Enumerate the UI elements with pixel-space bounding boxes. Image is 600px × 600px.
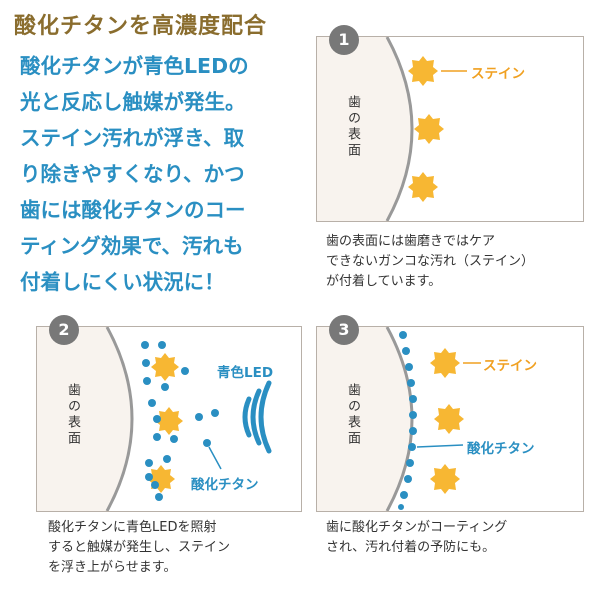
stain-label: ステイン (471, 66, 525, 82)
panel-1: 1 歯の表面 ステイン (316, 25, 584, 222)
lead-line: ティング効果で、汚れも (20, 234, 244, 258)
led-label: 青色LED (217, 365, 274, 381)
lead-line: り除きやすくなり、かつ (20, 162, 245, 186)
stain-icon (408, 172, 438, 202)
tooth-surface-label: 歯の表面 (345, 95, 360, 159)
caption-line: すると触媒が発生し、ステイン (48, 540, 231, 555)
step-number-2: 2 (49, 315, 79, 345)
stain-icon (430, 348, 460, 378)
stain-label: ステイン (483, 358, 537, 374)
tooth-surface-line (385, 327, 414, 511)
leader-line (416, 444, 464, 448)
panel-2-illustration (105, 327, 301, 511)
caption-line: 酸化チタンに青色LEDを照射 (48, 520, 217, 535)
stain-icon (414, 114, 444, 144)
caption-line: され、汚れ付着の予防にも。 (326, 540, 496, 555)
panel-3-caption: 歯に酸化チタンがコーティング され、汚れ付着の予防にも。 (326, 518, 507, 558)
step-number-1: 1 (329, 25, 359, 55)
caption-line: 歯に酸化チタンがコーティング (326, 520, 508, 535)
step-number-3: 3 (329, 315, 359, 345)
panel-2-caption: 酸化チタンに青色LEDを照射 すると触媒が発生し、ステイン を浮き上がらせます。 (48, 518, 230, 578)
titanium-particles (141, 341, 219, 501)
lead-line: 歯には酸化チタンのコー (20, 198, 246, 222)
lead-line: 酸化チタンが青色LEDの (20, 54, 249, 78)
tooth-surface-line (385, 37, 414, 221)
titanium-coating-particles (398, 331, 417, 510)
titanium-label: 酸化チタン (191, 477, 259, 493)
caption-line: できないガンコな汚れ（ステイン） (326, 254, 535, 269)
tooth-surface-label: 歯の表面 (65, 383, 80, 447)
lead-line: 付着しにくい状況に！ (20, 270, 225, 294)
caption-line: 歯の表面には歯磨きではケア (326, 234, 496, 249)
stain-icon (430, 464, 460, 494)
page-title: 酸化チタンを高濃度配合 (14, 14, 268, 39)
stain-icon (155, 407, 183, 435)
caption-line: が付着しています。 (326, 274, 442, 289)
tooth-surface-line (105, 327, 134, 511)
panel-2: 2 歯の表面 青色LED 酸化チタン (36, 315, 302, 512)
panel-3: 3 歯の表面 ステイン 酸化チタン (316, 315, 584, 512)
lead-line: ステイン汚れが浮き、取 (20, 126, 245, 150)
caption-line: を浮き上がらせます。 (48, 560, 177, 575)
tooth-surface-label: 歯の表面 (345, 383, 360, 447)
lead-text: 酸化チタンが青色LEDの 光と反応し触媒が発生。 ステイン汚れが浮き、取 り除き… (20, 48, 300, 300)
panel-1-caption: 歯の表面には歯磨きではケア できないガンコな汚れ（ステイン） が付着しています。 (326, 232, 534, 292)
lead-line: 光と反応し触媒が発生。 (20, 90, 246, 114)
stain-icon (408, 56, 438, 86)
titanium-label: 酸化チタン (467, 441, 535, 457)
stain-icon (434, 404, 464, 434)
panel-3-illustration (385, 327, 583, 511)
leader-line (208, 446, 222, 470)
stain-icon (151, 353, 179, 381)
led-light-icon (242, 380, 272, 454)
panel-1-illustration (385, 37, 583, 221)
